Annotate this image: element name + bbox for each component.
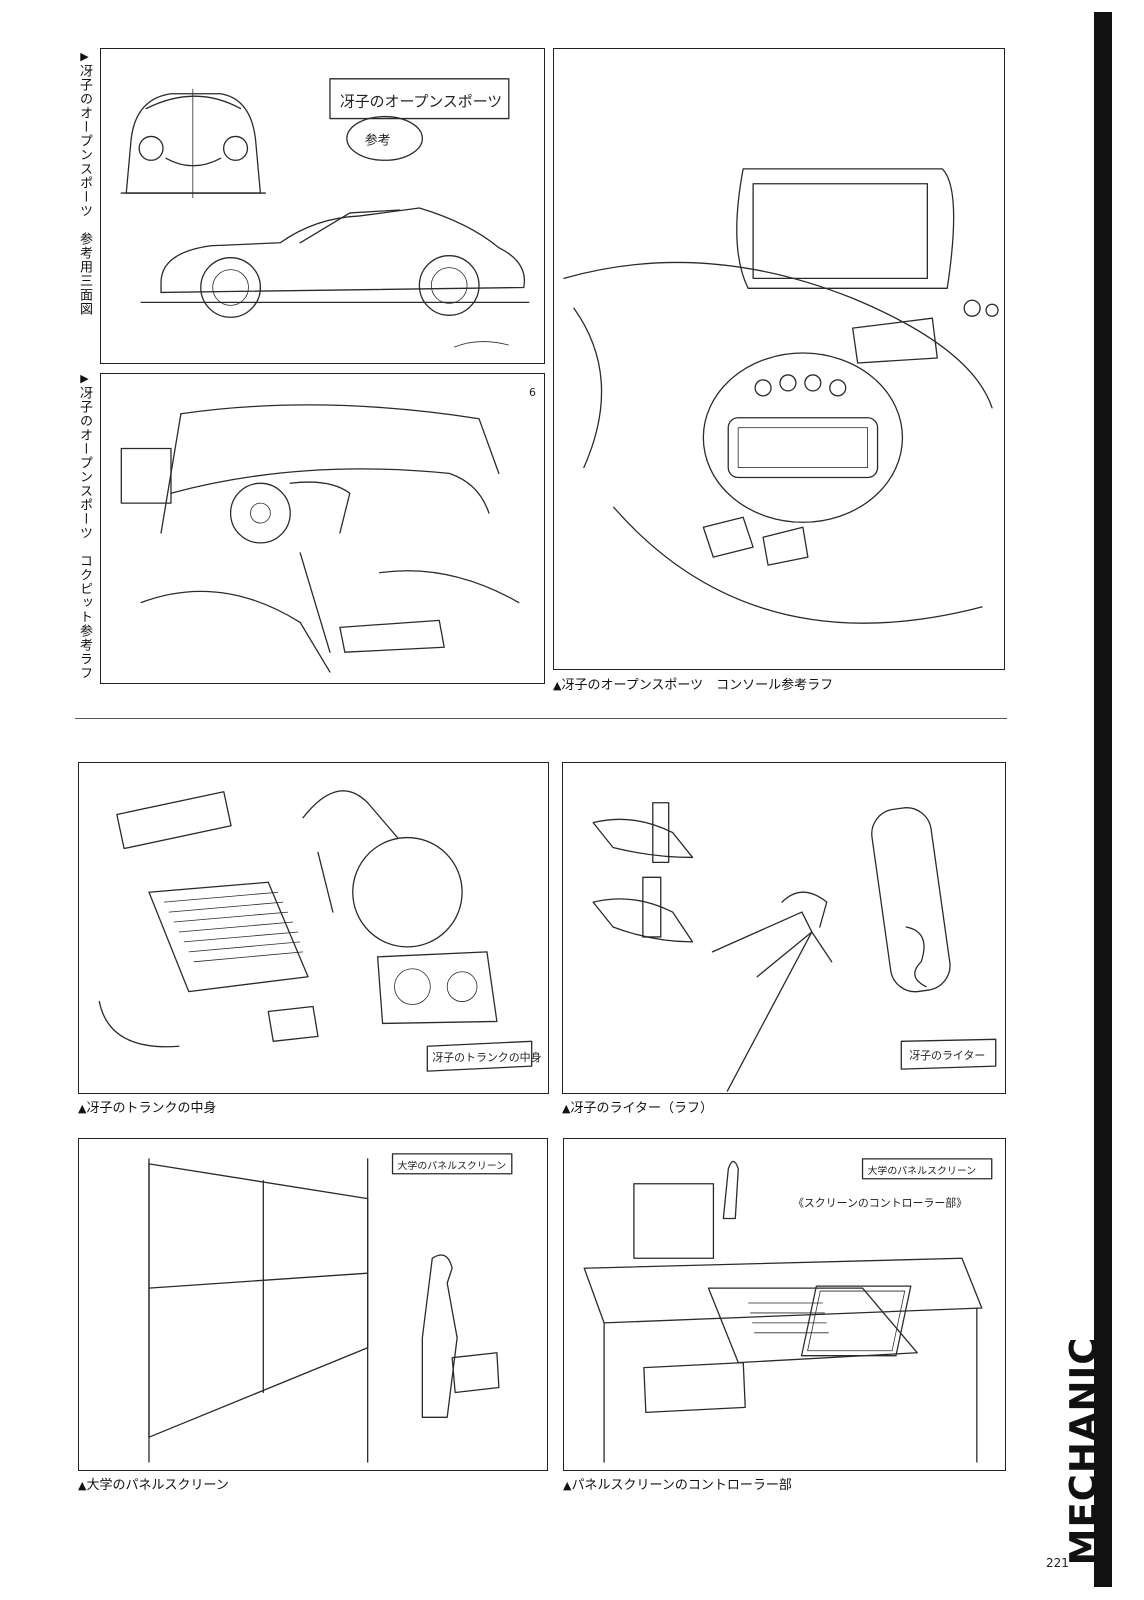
car-sketch-drawing: 冴子のオープンスポーツ 参考: [120, 78, 530, 348]
cockpit-sketch: 6: [100, 373, 545, 684]
screen-sketch-title: 大学のパネルスクリーン: [397, 1159, 506, 1172]
controller-sketch-title: 大学のパネルスクリーン: [867, 1164, 976, 1177]
cockpit-drawing: [120, 404, 520, 673]
caption-console: ▲冴子のオープンスポーツ コンソール参考ラフ: [553, 678, 834, 693]
page-number: 221: [1046, 1556, 1069, 1570]
caption-controller: ▲パネルスクリーンのコントローラー部: [563, 1478, 792, 1493]
cockpit-panel-number: 6: [529, 386, 536, 399]
section-divider: [75, 718, 1007, 719]
console-sketch: [553, 48, 1005, 670]
lighter-sketch-title: 冴子のライター: [909, 1049, 985, 1062]
section-side-bar: [1094, 12, 1112, 1587]
trunk-drawing: 冴子のトランクの中身: [98, 790, 542, 1072]
controller-sketch-subtitle: 《スクリーンのコントローラー部》: [793, 1196, 967, 1210]
caption-three-view: ▶冴子のオープンスポーツ 参考用三面図: [77, 50, 92, 316]
controller-drawing: 大学のパネルスクリーン 《スクリーンのコントローラー部》: [583, 1158, 993, 1463]
section-label: MECHANIC: [1062, 1336, 1105, 1566]
trunk-sketch-title: 冴子のトランクの中身: [432, 1050, 541, 1064]
lighter-drawing: 冴子のライター: [592, 802, 997, 1092]
console-drawing: [563, 168, 999, 624]
lighter-sketch: 冴子のライター: [562, 762, 1006, 1094]
caption-trunk: ▲冴子のトランクの中身: [78, 1101, 217, 1116]
caption-lighter: ▲冴子のライター（ラフ）: [562, 1101, 713, 1116]
car-sketch-title: 冴子のオープンスポーツ: [340, 93, 502, 111]
car-sketch-subtitle: 参考: [365, 132, 391, 148]
panel-screen-drawing: 大学のパネルスクリーン: [148, 1153, 513, 1463]
caption-cockpit: ▶冴子のオープンスポーツ コクピット参考ラフ: [77, 372, 92, 680]
controller-sketch: 大学のパネルスクリーン 《スクリーンのコントローラー部》: [563, 1138, 1006, 1471]
trunk-contents-sketch: 冴子のトランクの中身: [78, 762, 549, 1094]
car-three-view-sketch: 冴子のオープンスポーツ 参考: [100, 48, 545, 364]
panel-screen-sketch: 大学のパネルスクリーン: [78, 1138, 548, 1471]
caption-panel-screen: ▲大学のパネルスクリーン: [78, 1478, 229, 1493]
